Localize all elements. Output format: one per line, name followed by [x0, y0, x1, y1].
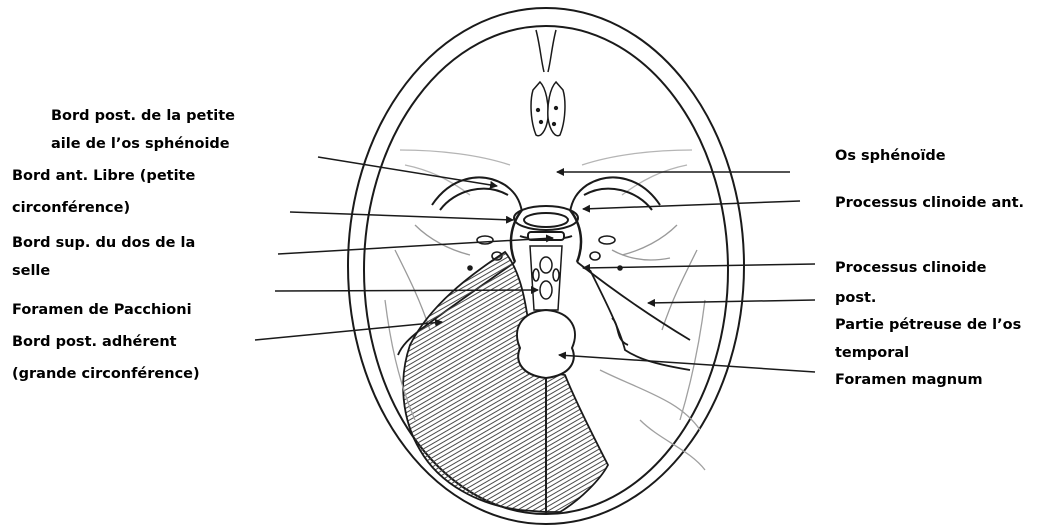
label-bord-post-adherent-line1: Bord post. adhérent [12, 329, 177, 356]
label-bord-sup-dos-selle-line2: selle [12, 258, 50, 285]
tentorium-hatched-falx [546, 372, 608, 512]
crista-galli [536, 30, 556, 72]
foramen-magnum-outline [517, 310, 575, 378]
label-bord-post-adherent-line2: (grande circonférence) [12, 361, 200, 388]
label-bord-post-petite-aile-line2: aile de l’os sphénoide [51, 131, 230, 158]
label-partie-petreuse-line1: Partie pétreuse de l’os [835, 312, 1021, 339]
label-processus-clinoide-post-line2: post. [835, 285, 876, 312]
label-bord-ant-libre-line2: circonférence) [12, 195, 130, 222]
label-processus-clinoide-post-line1: Processus clinoide [835, 255, 986, 282]
label-bord-ant-libre-line1: Bord ant. Libre (petite [12, 163, 195, 190]
label-foramen-magnum-visible: Foramen magnum [835, 367, 983, 394]
cribriform-plate [531, 82, 565, 136]
label-bord-sup-dos-selle-line1: Bord sup. du dos de la [12, 230, 195, 257]
clivus [530, 246, 562, 310]
label-processus-clinoide-ant: Processus clinoide ant. [835, 190, 1024, 217]
label-foramen-pacchioni: Foramen de Pacchioni [12, 297, 192, 324]
sella-turcica [514, 206, 578, 240]
label-bord-post-petite-aile-line1: Bord post. de la petite [51, 103, 235, 130]
label-partie-petreuse-line2: temporal [835, 340, 909, 367]
label-os-sphenoide: Os sphénoïde [835, 143, 946, 170]
